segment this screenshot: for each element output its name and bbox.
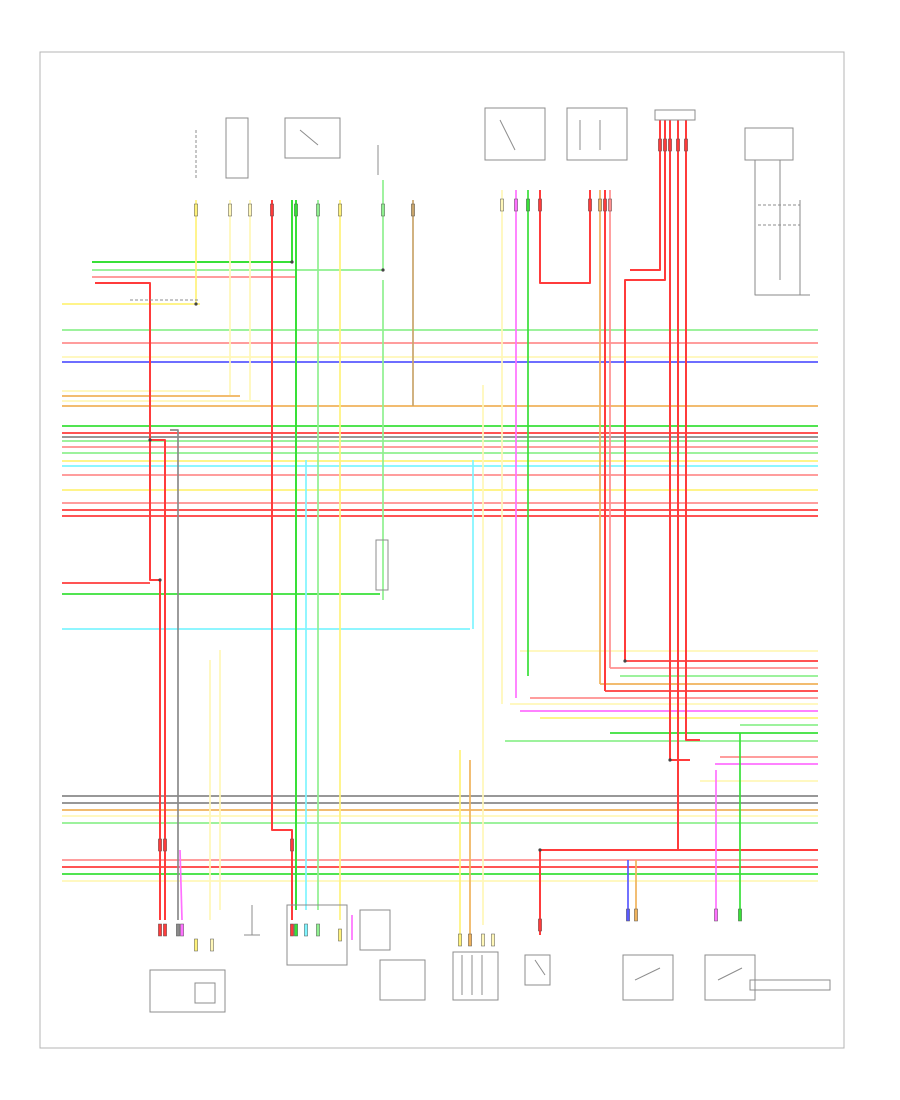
wire-connector-terminal bbox=[514, 198, 518, 212]
wire-connector-terminal bbox=[684, 138, 688, 152]
wire-connector-terminal bbox=[163, 838, 167, 852]
wire-connector-terminal bbox=[676, 138, 680, 152]
wire-connector-terminal bbox=[598, 198, 602, 212]
sensor-icon bbox=[194, 982, 216, 1004]
diagram-frame bbox=[39, 51, 845, 1049]
wire-red-connector-b bbox=[624, 120, 666, 661]
sensor-icon bbox=[149, 969, 226, 1013]
relay-icon bbox=[284, 117, 341, 159]
wire-connector-terminal bbox=[634, 908, 638, 922]
wire-red-sensor-b bbox=[150, 439, 166, 920]
wire-connector-terminal bbox=[500, 198, 504, 212]
splice-point bbox=[538, 848, 542, 852]
switch-icon bbox=[499, 119, 516, 151]
wire-connector-terminal bbox=[270, 203, 274, 217]
fuse-icon bbox=[225, 117, 249, 179]
wire-red-sensor-a bbox=[95, 282, 161, 920]
wire-red-pump bbox=[271, 200, 293, 920]
splice-point bbox=[194, 302, 198, 306]
switch-icon bbox=[299, 129, 319, 146]
motor-icon bbox=[717, 967, 743, 981]
wire-connector-terminal bbox=[158, 838, 162, 852]
component-layer bbox=[130, 107, 831, 1013]
splice-point bbox=[623, 659, 627, 663]
wire-connector-terminal bbox=[194, 938, 198, 952]
wire-connector-terminal bbox=[481, 933, 485, 947]
wire-connector-terminal bbox=[458, 933, 462, 947]
wire-connector-terminal bbox=[663, 138, 667, 152]
wire-red-motor-c bbox=[685, 120, 700, 741]
wire-violet-sensor bbox=[179, 849, 183, 921]
connector-icon bbox=[749, 979, 831, 991]
wire-connector-terminal bbox=[294, 923, 298, 937]
pump-icon bbox=[286, 904, 348, 966]
wire-connector-terminal bbox=[338, 928, 342, 942]
splice-point bbox=[668, 758, 672, 762]
wire-green-top-a bbox=[92, 200, 293, 263]
switch-icon bbox=[534, 959, 546, 976]
wire-connector-terminal bbox=[538, 198, 542, 212]
wire-connector-terminal bbox=[526, 198, 530, 212]
wire-connector-terminal bbox=[658, 138, 662, 152]
splice-point bbox=[158, 578, 162, 582]
wire-connector-terminal bbox=[316, 923, 320, 937]
wire-connector-terminal bbox=[316, 203, 320, 217]
wire-gray-sensor bbox=[170, 429, 179, 920]
wire-connector-terminal bbox=[738, 908, 742, 922]
wire-connector-terminal bbox=[294, 203, 298, 217]
relay-icon bbox=[744, 127, 794, 161]
wire-connector-terminal bbox=[290, 923, 294, 937]
wire-connector-terminal bbox=[538, 918, 542, 932]
sender-icon bbox=[379, 959, 426, 1001]
wire-connector-terminal bbox=[180, 923, 184, 937]
wire-connector-terminal bbox=[603, 198, 607, 212]
connector-icon bbox=[654, 109, 696, 121]
wire-connector-terminal bbox=[588, 198, 592, 212]
wire-gray-switch bbox=[754, 160, 810, 296]
wire-connector-terminal bbox=[158, 923, 162, 937]
splice-point bbox=[290, 260, 294, 264]
connector-icon bbox=[484, 107, 546, 161]
splice-point bbox=[148, 438, 152, 442]
wire-connector-terminal bbox=[668, 138, 672, 152]
wire-connector-terminal bbox=[163, 923, 167, 937]
wire-connector-terminal bbox=[714, 908, 718, 922]
wire-connector-terminal bbox=[248, 203, 252, 217]
connector-icon bbox=[452, 951, 499, 1001]
wire-connector-terminal bbox=[411, 203, 415, 217]
wire-connector-terminal bbox=[176, 923, 180, 937]
wire-connector-terminal bbox=[468, 933, 472, 947]
wire-connector-terminal bbox=[290, 838, 294, 852]
wire-connector-terminal bbox=[338, 203, 342, 217]
sender-icon bbox=[375, 539, 389, 591]
wire-connector-terminal bbox=[228, 203, 232, 217]
wire-connector-terminal bbox=[194, 203, 198, 217]
wire-connector-terminal bbox=[608, 198, 612, 212]
splice-point bbox=[381, 268, 385, 272]
wire-red-loop bbox=[539, 190, 591, 284]
wire-connector-terminal bbox=[304, 923, 308, 937]
wire-layer bbox=[62, 120, 818, 952]
motor-icon bbox=[622, 954, 674, 1001]
wire-connector-terminal bbox=[381, 203, 385, 217]
switch-icon bbox=[524, 954, 551, 986]
wire-connector-terminal bbox=[626, 908, 630, 922]
motor-icon bbox=[704, 954, 756, 1001]
motor-icon bbox=[634, 967, 661, 981]
sender-icon bbox=[359, 909, 391, 951]
wire-red-connector bbox=[630, 120, 661, 271]
wire-connector-terminal bbox=[210, 938, 214, 952]
wire-connector-terminal bbox=[491, 933, 495, 947]
connector-icon bbox=[566, 107, 628, 161]
